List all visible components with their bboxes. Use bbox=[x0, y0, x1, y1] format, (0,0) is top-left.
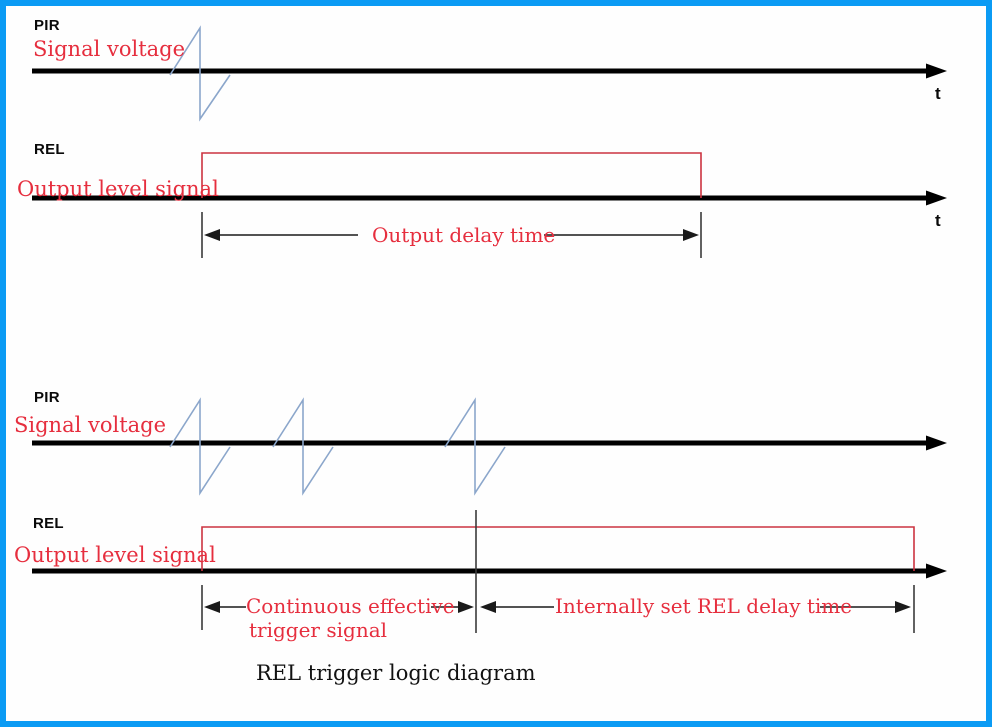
output-delay-annotation: Output delay time bbox=[372, 223, 556, 247]
pir-spike bbox=[444, 397, 506, 496]
axis-arrowhead-icon bbox=[926, 435, 947, 451]
continuous-trigger-annotation-line1: Continuous effective bbox=[246, 594, 455, 618]
continuous-trigger-annotation-line2: trigger signal bbox=[249, 618, 388, 642]
arrow-right-icon bbox=[683, 229, 699, 241]
axis-arrowhead-icon bbox=[926, 63, 947, 79]
pir-label-bottom: PIR bbox=[34, 389, 60, 406]
time-axis-t-label: t bbox=[935, 84, 941, 103]
output-level-label-bottom: Output level signal bbox=[14, 543, 216, 567]
axis-arrowhead-icon bbox=[926, 190, 947, 206]
arrow-left-icon bbox=[204, 229, 220, 241]
signal-voltage-label-top: Signal voltage bbox=[33, 37, 186, 61]
pir-label-top: PIR bbox=[34, 17, 60, 34]
time-axis-t-label: t bbox=[935, 211, 941, 230]
diagram-caption: REL trigger logic diagram bbox=[256, 661, 536, 685]
axis-arrowhead-icon bbox=[926, 563, 947, 579]
arrow-left-icon bbox=[204, 601, 220, 613]
arrow-right-icon bbox=[895, 601, 911, 613]
output-level-label-top: Output level signal bbox=[17, 177, 219, 201]
rel-delay-annotation: Internally set REL delay time bbox=[555, 594, 853, 618]
arrow-right-icon bbox=[458, 601, 474, 613]
rel-label-bottom: REL bbox=[33, 515, 64, 532]
rel-label-top: REL bbox=[34, 141, 65, 158]
pir-spike bbox=[169, 397, 231, 496]
pir-spike bbox=[272, 397, 334, 496]
rel-output-pulse-bottom bbox=[201, 526, 915, 571]
arrow-left-icon bbox=[480, 601, 496, 613]
rel-output-pulse-top bbox=[201, 152, 702, 198]
signal-voltage-label-bottom: Signal voltage bbox=[14, 413, 167, 437]
